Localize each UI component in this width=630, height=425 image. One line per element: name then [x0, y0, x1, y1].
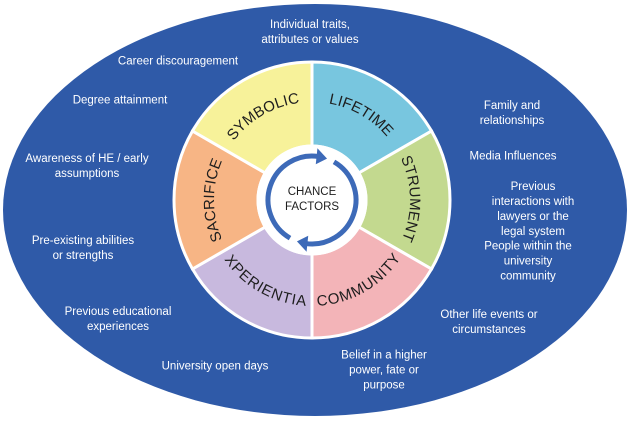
- cycle-arrow-arc: [305, 159, 359, 247]
- factor-individual-traits: Individual traits, attributes or values: [261, 19, 359, 46]
- center-label-line2: FACTORS: [285, 201, 339, 213]
- cycle-arrows-icon: [265, 148, 359, 252]
- cycle-arrow-arc: [265, 153, 319, 241]
- factor-degree-attainment: Degree attainment: [72, 94, 168, 107]
- factor-other-life-events: Other life events or circumstances: [440, 309, 538, 336]
- factor-university-community: People within the university community: [484, 240, 572, 283]
- center-circle: [256, 144, 368, 256]
- factor-pre-existing-abilities: Pre-existing abilities or strengths: [31, 235, 135, 262]
- factor-previous-educational: Previous educational experiences: [64, 306, 172, 333]
- factor-media-influences: Media Influences: [469, 150, 557, 163]
- cycle-arrow-head: [296, 235, 309, 252]
- factor-family-relationships: Family and relationships: [479, 100, 545, 127]
- cycle-arrow-head: [315, 148, 328, 165]
- center-label-line1: CHANCE: [288, 186, 337, 198]
- factor-belief-higher-power: Belief in a higher power, fate or purpos…: [341, 349, 427, 392]
- factor-university-open-days: University open days: [161, 360, 269, 373]
- factor-legal-system: Previous interactions with lawyers or th…: [491, 181, 575, 238]
- factor-career-discouragement: Career discouragement: [117, 55, 239, 68]
- factor-awareness-of-he: Awareness of HE / early assumptions: [25, 153, 149, 180]
